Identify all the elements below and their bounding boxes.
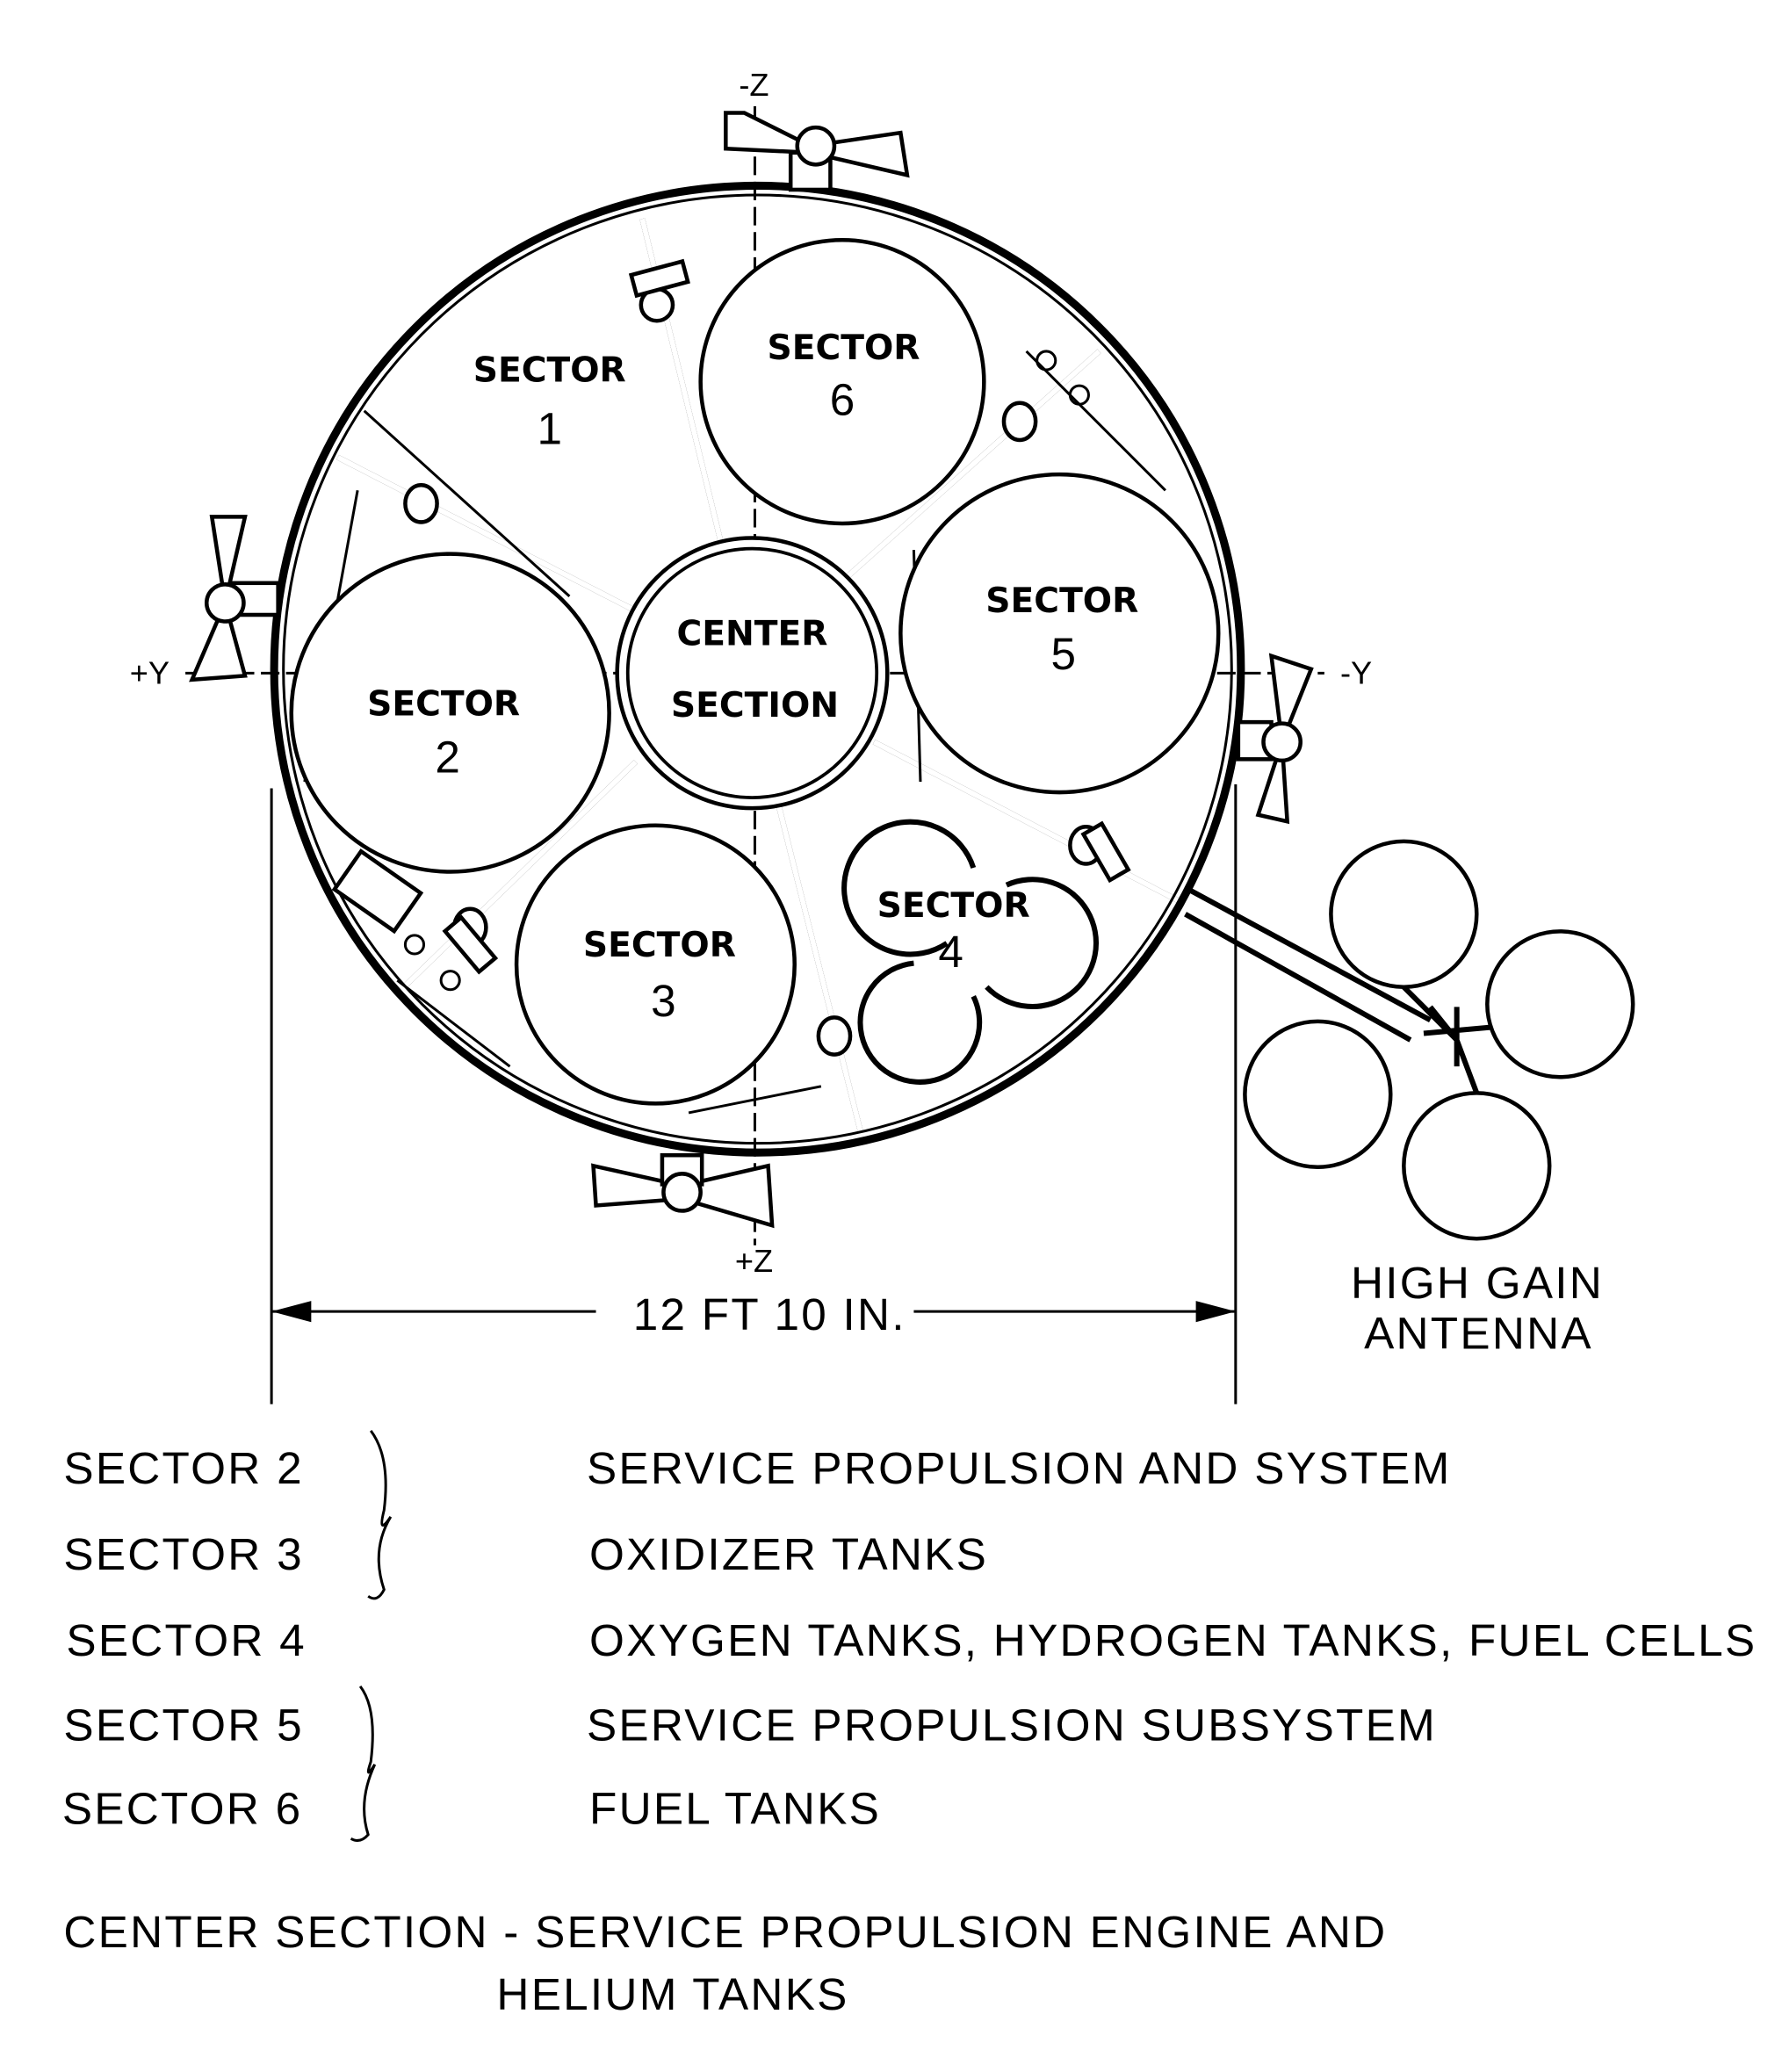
rcs-quad-top [724,111,910,192]
sector-6-label: SECTOR [768,328,920,368]
axis-label-minus-z: -Z [739,67,769,103]
rcs-quad-left [189,515,280,682]
legend-desc: SERVICE PROPULSION AND SYSTEM [587,1443,1452,1493]
equipment-box [331,848,424,935]
sector-5-tank [898,472,1221,795]
center-section-ring [615,536,890,811]
legend-center-line-2: HELIUM TANKS [496,1969,848,2019]
legend-sector: SECTOR 4 [66,1615,306,1665]
axis-label-plus-y: +Y [130,654,170,690]
rcs-quad-right [1236,653,1314,825]
sector-4-label: SECTOR [877,886,1030,926]
axis-label-minus-y: -Y [1340,654,1372,690]
legend-desc: SERVICE PROPULSION SUBSYSTEM [587,1700,1437,1751]
legend-sector: SECTOR 5 [63,1700,303,1751]
brace-icon [367,1429,393,1600]
sector-6-tank [698,238,986,526]
antenna-label-1: HIGH GAIN [1351,1258,1604,1308]
sector-2-number: 2 [435,732,460,782]
legend-sector: SECTOR 3 [63,1529,303,1579]
brace-icon [350,1685,377,1842]
sector-3-number: 3 [651,976,676,1026]
legend-desc: FUEL TANKS [589,1784,881,1834]
legend-desc: OXYGEN TANKS, HYDROGEN TANKS, FUEL CELLS [589,1615,1757,1665]
diameter-label: 12 FT 10 IN. [633,1289,906,1339]
dimension-line [270,784,1238,1404]
center-section-label-1: CENTER [676,615,827,654]
sector-6-number: 6 [830,374,855,424]
legend-sector: SECTOR 2 [63,1443,303,1493]
outer-shell [270,181,1245,1157]
sector-3-label: SECTOR [583,926,736,965]
sector-1-label: SECTOR [473,351,626,391]
sector-2-label: SECTOR [367,685,520,725]
axis-label-plus-z: +Z [735,1243,773,1279]
legend-center-line-1: CENTER SECTION - SERVICE PROPULSION ENGI… [63,1907,1387,1957]
sector-4-number: 4 [938,927,963,977]
legend-sector: SECTOR 6 [62,1784,302,1834]
sector-1-number: 1 [538,403,563,453]
legend: SECTOR 2 SERVICE PROPULSION AND SYSTEM S… [62,1429,1757,2019]
center-section-label-2: SECTION [671,686,839,726]
sector-3-tank [514,823,797,1106]
sector-5-number: 5 [1051,629,1077,679]
radial-beams [303,218,1180,1134]
fittings [403,258,1131,1057]
legend-desc: OXIDIZER TANKS [589,1529,988,1579]
antenna-label-2: ANTENNA [1364,1308,1593,1358]
rcs-quad-bottom [591,1152,775,1229]
sector-4-tanks [841,819,1099,1085]
sector-2-tank [289,552,611,874]
sector-5-label: SECTOR [985,581,1138,621]
high-gain-antenna [1184,839,1635,1241]
